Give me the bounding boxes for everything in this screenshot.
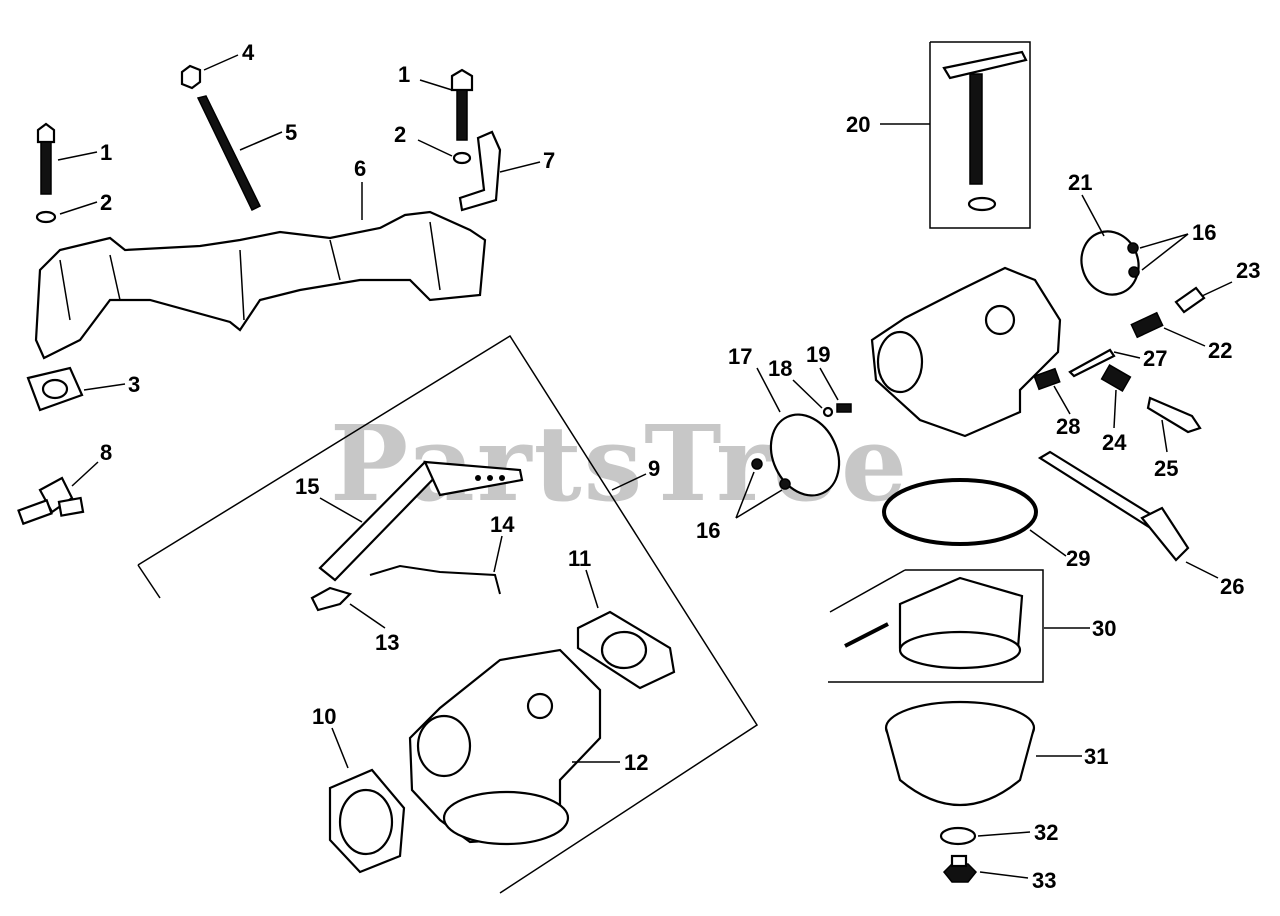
screw-part-23 <box>1174 286 1206 314</box>
callout-9: 9 <box>648 456 660 481</box>
callout-27: 27 <box>1143 346 1167 371</box>
fitting-part-8 <box>17 476 85 526</box>
washer-part-2-right <box>452 151 472 165</box>
callout-5: 5 <box>285 120 297 145</box>
clip-part-13 <box>310 586 353 612</box>
screw-part-25 <box>1146 396 1202 434</box>
throttle-shaft-part-26 <box>1037 450 1190 562</box>
ball-part-18 <box>822 406 834 418</box>
plate-part-17 <box>769 413 841 497</box>
gasket-part-3 <box>26 366 84 412</box>
link-rod-part-14 <box>369 564 501 595</box>
washer-part-32 <box>939 826 977 846</box>
nut-part-4 <box>180 64 202 90</box>
callout-29: 29 <box>1066 546 1090 571</box>
callout-6: 6 <box>354 156 366 181</box>
float-kit-outline <box>828 569 1044 683</box>
screw-part-16-lower <box>1128 266 1140 278</box>
callout-26: 26 <box>1220 574 1244 599</box>
callout-14: 14 <box>490 512 515 537</box>
carburetor-kit-outline <box>137 334 759 894</box>
callout-3: 3 <box>128 372 140 397</box>
washer-part-2-left <box>35 210 57 224</box>
callout-16-upper: 16 <box>1192 220 1216 245</box>
carburetor-part-12 <box>408 648 602 846</box>
bolt-part-1-right <box>450 68 474 141</box>
throttle-lever-part-15 <box>318 460 524 582</box>
callout-1-right: 1 <box>398 62 410 87</box>
callout-21: 21 <box>1068 170 1092 195</box>
screw-part-16-mid-upper <box>751 458 763 470</box>
callout-16-mid: 16 <box>696 518 720 543</box>
drain-plug-part-33 <box>942 854 978 883</box>
callout-1: 1 <box>100 140 112 165</box>
callout-20: 20 <box>846 112 870 137</box>
callout-22: 22 <box>1208 338 1232 363</box>
spring-part-24 <box>1100 364 1132 392</box>
choke-plate-part-21 <box>1080 230 1140 296</box>
callout-12: 12 <box>624 750 648 775</box>
callout-33: 33 <box>1032 868 1056 893</box>
callout-8: 8 <box>100 440 112 465</box>
leader-lines <box>57 54 1233 879</box>
choke-shaft-part-20 <box>942 50 1028 212</box>
callout-4: 4 <box>242 40 255 65</box>
callout-32: 32 <box>1034 820 1058 845</box>
callout-19: 19 <box>806 342 830 367</box>
callout-25: 25 <box>1154 456 1178 481</box>
callout-13: 13 <box>375 630 399 655</box>
intake-manifold-part-6 <box>34 210 487 360</box>
callout-10: 10 <box>312 704 336 729</box>
bracket-part-7 <box>458 130 502 212</box>
carburetor-body <box>870 266 1062 438</box>
callout-17: 17 <box>728 344 752 369</box>
float-bowl-part-31 <box>884 700 1036 806</box>
bolt-part-1-left <box>36 122 56 195</box>
callout-18: 18 <box>768 356 792 381</box>
callout-31: 31 <box>1084 744 1108 769</box>
spring-part-22 <box>1130 311 1164 339</box>
gasket-part-11 <box>576 610 676 690</box>
callout-30: 30 <box>1092 616 1116 641</box>
callout-15: 15 <box>295 474 319 499</box>
spring-part-28 <box>1033 367 1061 391</box>
callout-11: 11 <box>568 546 591 571</box>
screw-part-16-upper <box>1127 242 1139 254</box>
float-part-30 <box>844 576 1024 670</box>
gasket-ring-part-29 <box>882 478 1038 546</box>
callout-24: 24 <box>1102 430 1127 455</box>
callout-labels: 1 2 3 4 5 1 2 6 7 8 9 10 11 12 13 14 15 … <box>100 40 1260 893</box>
needle-part-27 <box>1068 348 1116 378</box>
callout-2-right: 2 <box>394 122 406 147</box>
screw-part-16-mid-lower <box>779 478 791 490</box>
callout-2: 2 <box>100 190 112 215</box>
callout-28: 28 <box>1056 414 1080 439</box>
choke-kit-outline <box>929 41 1031 229</box>
stud-part-5 <box>196 95 262 212</box>
gasket-part-10 <box>328 768 406 874</box>
callout-7: 7 <box>543 148 555 173</box>
spring-part-19 <box>836 403 852 413</box>
callout-23: 23 <box>1236 258 1260 283</box>
